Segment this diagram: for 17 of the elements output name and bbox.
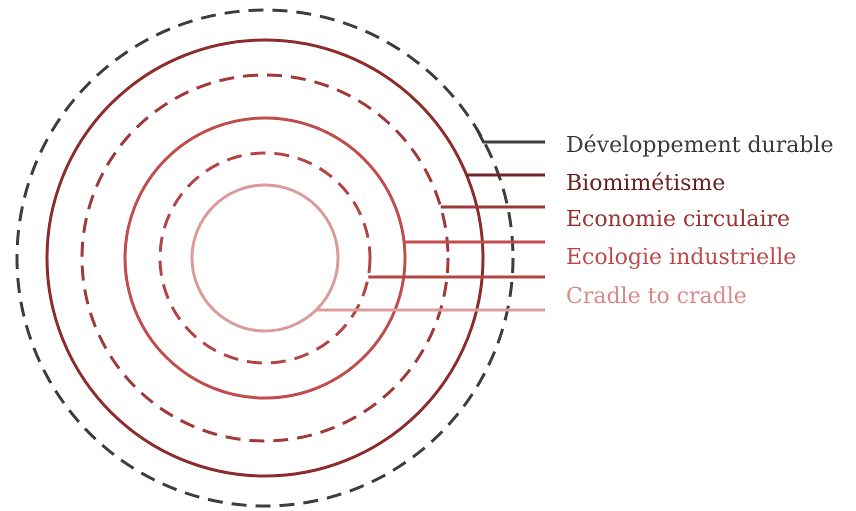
leader-line	[440, 206, 545, 208]
leader-line	[466, 174, 545, 176]
dashed-ring	[14, 7, 516, 509]
ring-label: Développement durable	[566, 133, 834, 159]
ring-label: Economie circulaire	[566, 207, 790, 233]
leader-line	[316, 308, 545, 312]
ring	[122, 115, 408, 401]
leader-line	[368, 276, 545, 278]
ring-label: Biomimétisme	[566, 171, 726, 197]
ring	[189, 182, 341, 334]
ring	[44, 37, 486, 479]
dashed-ring	[157, 150, 373, 366]
dashed-ring	[79, 72, 451, 444]
leader-line	[404, 240, 545, 244]
leader-line	[475, 128, 545, 144]
ring-label: Cradle to cradle	[566, 284, 747, 310]
ring-label: Ecologie industrielle	[566, 245, 796, 271]
